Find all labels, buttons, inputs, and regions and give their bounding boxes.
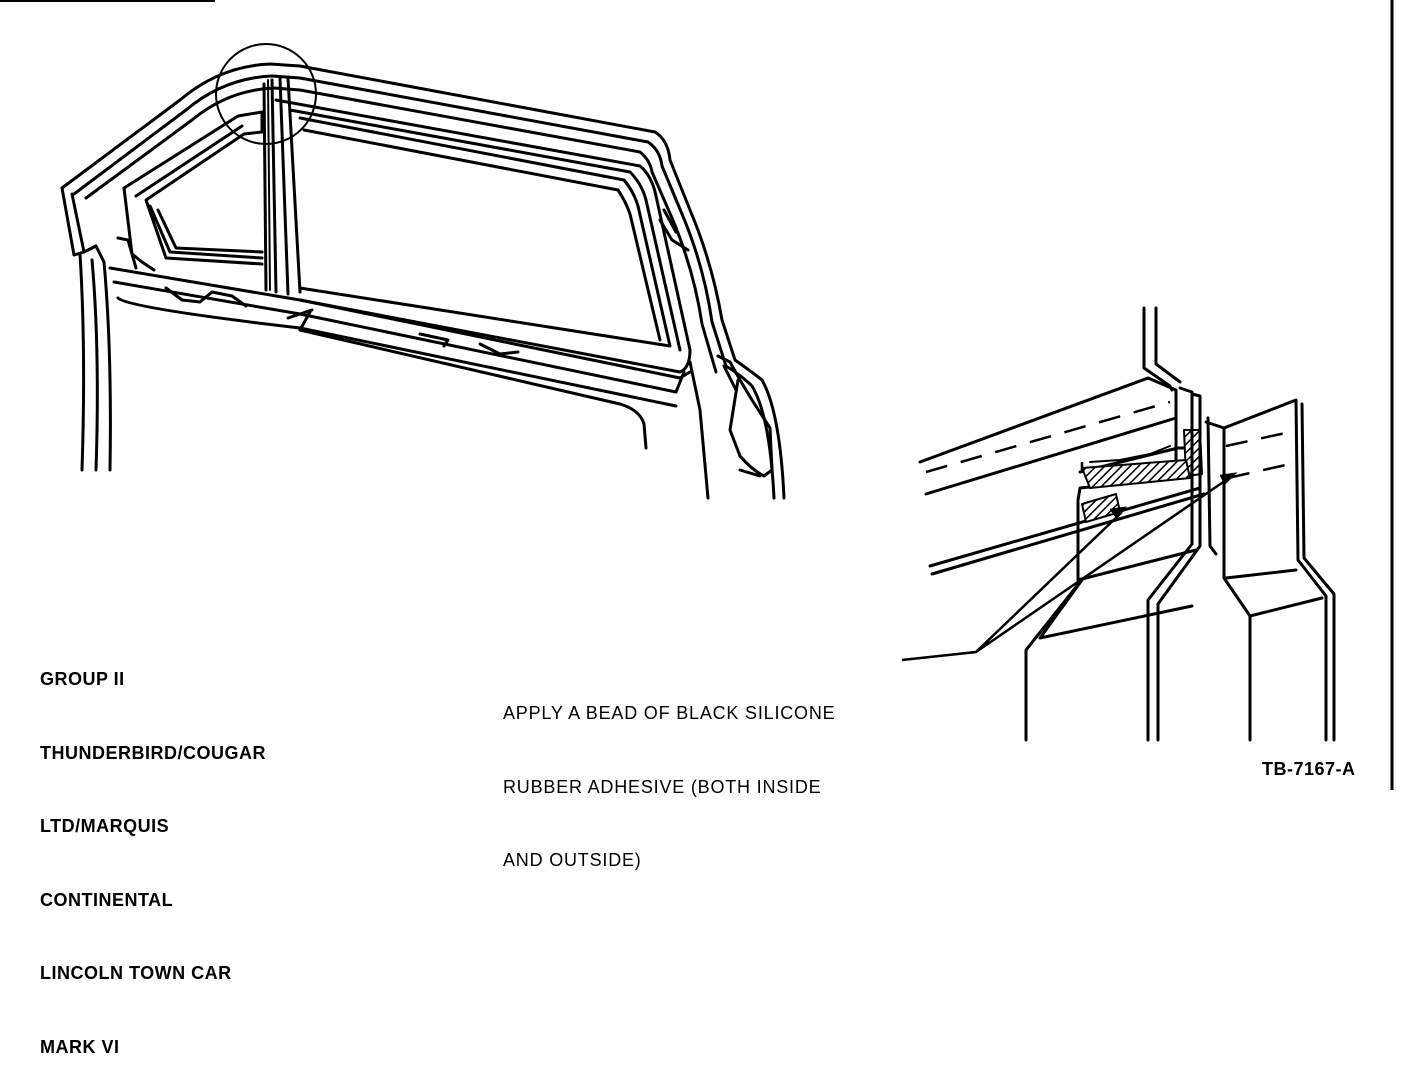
detail-circle [216, 44, 316, 144]
model-line: CONTINENTAL [40, 889, 174, 910]
model-line: GROUP II [40, 669, 125, 689]
belt-line [110, 268, 690, 378]
adhesive-bead-lower [1082, 460, 1190, 488]
outer-pillar [1206, 400, 1326, 740]
vehicle-model-list: GROUP II THUNDERBIRD/COUGAR LTD/MARQUIS … [40, 618, 266, 1084]
callout-line: APPLY A BEAD OF BLACK SILICONE [503, 703, 836, 723]
door-inner-panel [300, 330, 646, 448]
door-assembly [62, 44, 784, 498]
glass-run-channel [920, 378, 1176, 500]
model-line: THUNDERBIRD/COUGAR [40, 742, 266, 763]
door-frame-outer [62, 64, 784, 498]
page-border [0, 0, 1392, 790]
vent-window-frame [124, 112, 262, 264]
hidden-lines [926, 402, 1290, 478]
detail-view [920, 308, 1334, 740]
door-frame-outer-2 [74, 76, 774, 498]
model-line: MARK VI [40, 1036, 120, 1057]
callout-leaders [902, 474, 1234, 660]
door-frame-diagram [0, 0, 1408, 790]
adhesive-callout: APPLY A BEAD OF BLACK SILICONE RUBBER AD… [503, 652, 835, 897]
callout-line: AND OUTSIDE) [503, 850, 642, 870]
callout-line: RUBBER ADHESIVE (BOTH INSIDE [503, 776, 822, 797]
figure-code: TB-7167-A [1262, 759, 1356, 779]
main-window-frame [276, 100, 690, 372]
division-bar [264, 84, 266, 290]
model-line: LINCOLN TOWN CAR [40, 963, 232, 983]
model-line: LTD/MARQUIS [40, 816, 170, 836]
belt-clips [166, 288, 518, 354]
